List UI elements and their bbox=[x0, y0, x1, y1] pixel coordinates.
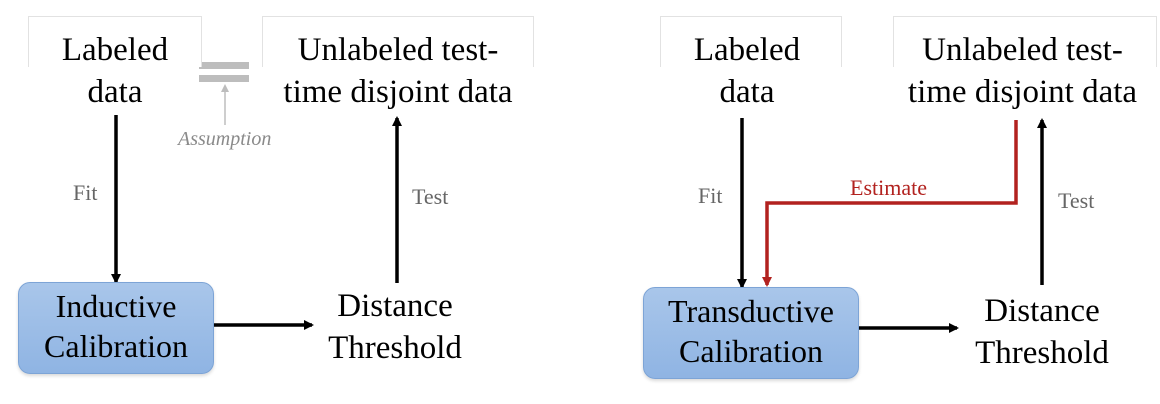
left-labeled-tab bbox=[28, 16, 202, 67]
right-unlabeled-tab bbox=[893, 16, 1157, 67]
right-labeled-data-label: Labeled data bbox=[693, 32, 801, 110]
assumption-label: Assumption bbox=[178, 128, 272, 150]
right-labeled-tab bbox=[660, 16, 842, 67]
left-unlabeled-data-label: Unlabeled test- time disjoint data bbox=[283, 32, 513, 110]
left-unlabeled-tab bbox=[262, 16, 534, 67]
right-unlabeled-data-label: Unlabeled test- time disjoint data bbox=[907, 32, 1138, 110]
left-labeled-data-label: Labeled data bbox=[61, 32, 169, 110]
equals-sign-bottom bbox=[199, 75, 249, 82]
equals-sign-top bbox=[199, 62, 249, 69]
left-fit-label: Fit bbox=[73, 180, 98, 205]
right-distance-threshold-label: Distance Threshold bbox=[975, 293, 1109, 371]
transductive-calibration-node: Transductive Calibration bbox=[643, 287, 859, 379]
estimate-label: Estimate bbox=[850, 175, 927, 200]
right-test-label: Test bbox=[1058, 188, 1095, 213]
right-fit-label: Fit bbox=[698, 183, 723, 208]
left-test-label: Test bbox=[412, 184, 449, 209]
inductive-calibration-node: Inductive Calibration bbox=[18, 282, 214, 374]
estimate-arrow bbox=[762, 120, 1018, 287]
left-distance-threshold-label: Distance Threshold bbox=[328, 288, 462, 366]
